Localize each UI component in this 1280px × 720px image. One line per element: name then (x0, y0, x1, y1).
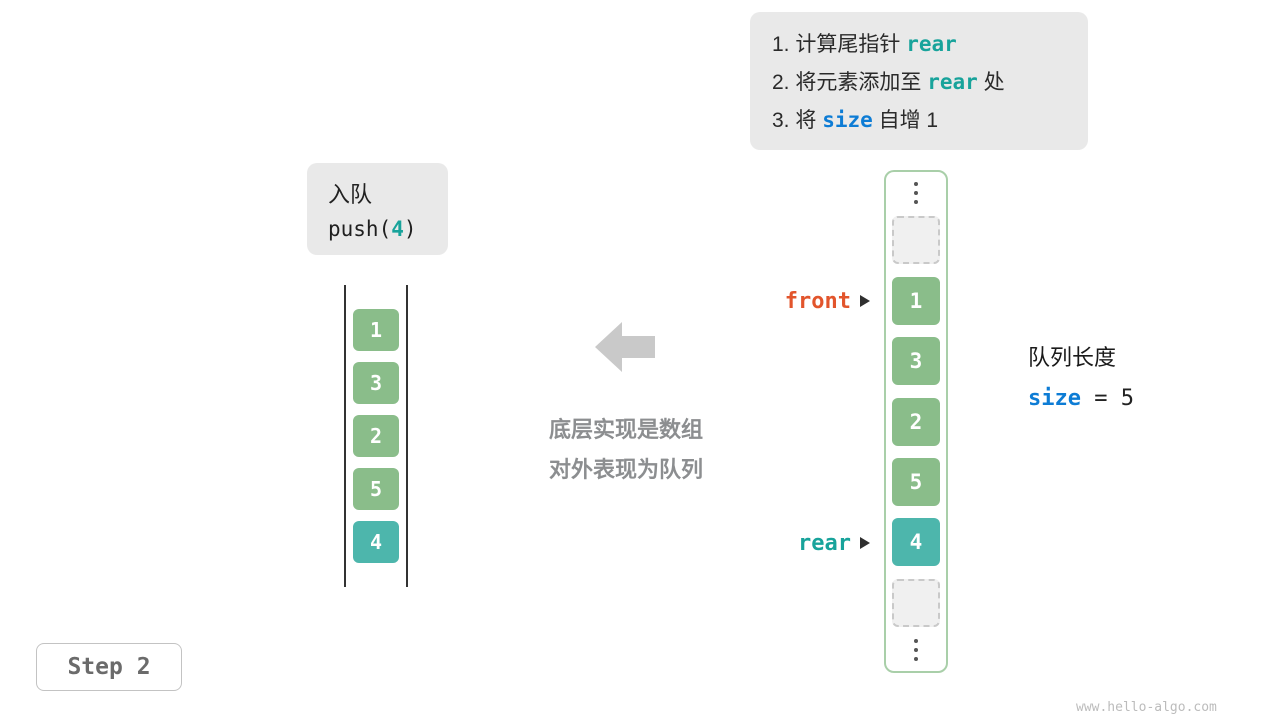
array-visualization: 1 3 2 5 4 (884, 170, 948, 673)
instruction-step-3: 3. 将 size 自增 1 (772, 108, 939, 132)
array-cell: 2 (892, 397, 940, 446)
instruction-3-text: 3. 将 (772, 109, 823, 132)
rear-pointer: rear (758, 529, 870, 557)
array-cell: 5 (892, 457, 940, 506)
middle-caption: 底层实现是数组 对外表现为队列 (495, 410, 757, 490)
operation-box: 入队 push(4) (307, 163, 448, 255)
vertical-ellipsis-icon (914, 639, 918, 661)
front-pointer-label: front (784, 288, 851, 314)
keyword-size: size (1028, 386, 1081, 411)
caption-line-2: 对外表现为队列 (548, 457, 703, 482)
left-arrow-icon (595, 322, 655, 372)
array-cell-rear: 4 (892, 518, 940, 567)
step-badge: Step 2 (36, 643, 182, 691)
caption-line-1: 底层实现是数组 (548, 417, 703, 442)
watermark: www.hello-algo.com (1076, 700, 1217, 715)
queue-cell: 3 (353, 362, 399, 404)
rear-pointer-arrow-icon (860, 537, 870, 549)
operation-title: 入队 (328, 182, 373, 207)
front-pointer: front (758, 287, 870, 315)
queue-visualization: 1 3 2 5 4 (344, 285, 408, 587)
array-cell-empty (892, 578, 940, 627)
queue-cell: 2 (353, 415, 399, 457)
queue-cell: 1 (353, 309, 399, 351)
queue-length-label: 队列长度 (1028, 345, 1117, 370)
instruction-step-2: 2. 将元素添加至 rear 处 (772, 70, 1005, 94)
operation-code: push(4) (328, 217, 417, 241)
queue-length-value: size = 5 (1028, 386, 1134, 411)
vertical-ellipsis-icon (914, 182, 918, 204)
keyword-rear: rear (927, 70, 978, 94)
keyword-size: size (822, 108, 873, 132)
instruction-2-text: 2. 将元素添加至 (772, 71, 928, 94)
rear-pointer-label: rear (798, 530, 851, 556)
queue-cell-new: 4 (353, 521, 399, 563)
instruction-panel: 1. 计算尾指针 rear 2. 将元素添加至 rear 处 3. 将 size… (750, 12, 1088, 150)
operation-arg: 4 (391, 217, 404, 241)
queue-length-info: 队列长度 size = 5 (1028, 340, 1134, 411)
queue-cell: 5 (353, 468, 399, 510)
instruction-step-1: 1. 计算尾指针 rear (772, 28, 1066, 58)
array-cell: 3 (892, 337, 940, 386)
array-cell-front: 1 (892, 276, 940, 325)
array-cell-empty (892, 216, 940, 265)
keyword-rear: rear (906, 32, 957, 56)
front-pointer-arrow-icon (860, 295, 870, 307)
instruction-1-text: 1. 计算尾指针 (772, 33, 907, 56)
